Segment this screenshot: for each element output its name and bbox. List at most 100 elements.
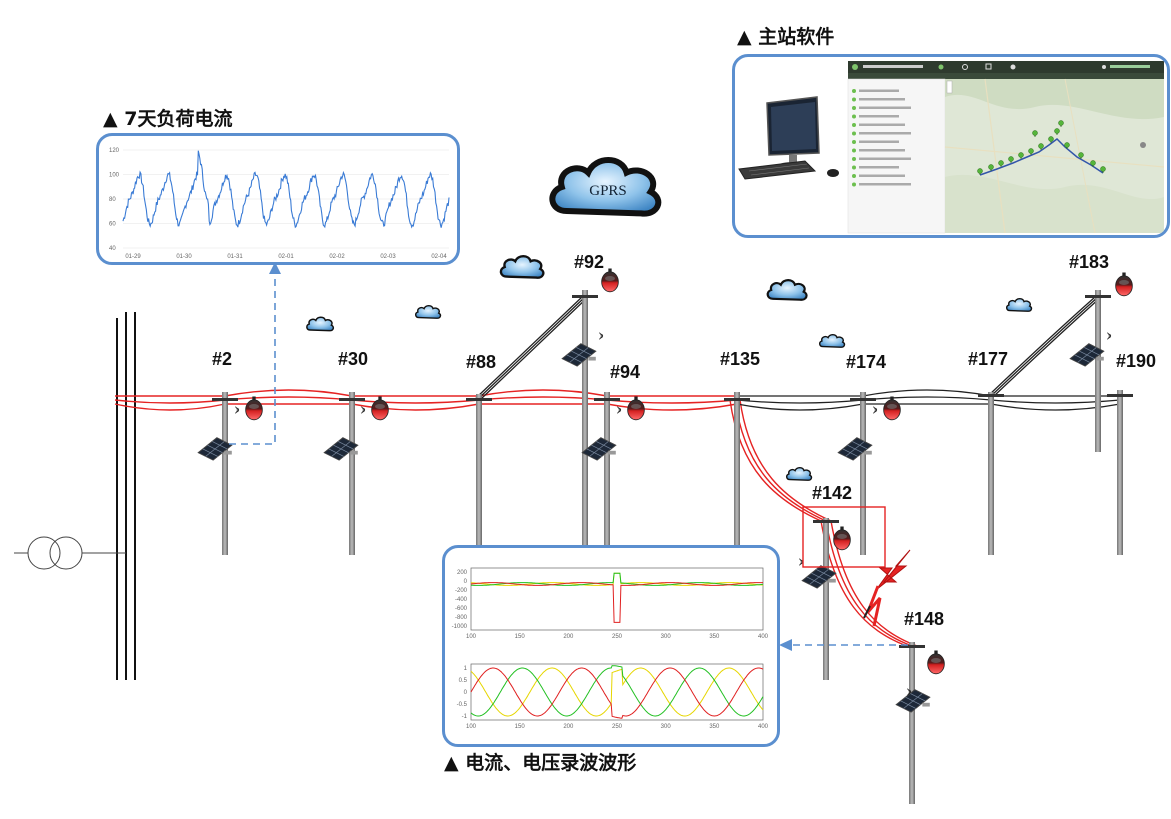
arrow-up-icon: [269, 262, 281, 274]
y-tick-label: -1: [462, 714, 468, 720]
y-tick-label: 0.5: [459, 678, 468, 684]
computer-icon: [738, 96, 839, 180]
map-pin-icon: [1078, 152, 1084, 159]
load-current-series: [122, 150, 450, 229]
wireless-signal-icon: [798, 558, 804, 566]
master-software-screenshot: [738, 61, 1165, 234]
list-item: [852, 114, 899, 119]
map-pin-icon: [988, 164, 994, 171]
map-pin-icon: [1038, 143, 1044, 150]
map-pin-icon: [1090, 160, 1096, 167]
list-item: [852, 182, 911, 187]
y-tick-label: -800: [455, 615, 468, 621]
x-tick-label: 350: [709, 724, 720, 730]
list-item: [852, 131, 911, 136]
solar-panel-icon: [895, 689, 931, 713]
y-tick-label: -400: [455, 597, 468, 603]
pole-label-177: #177: [968, 349, 1009, 369]
x-tick-label: 02-03: [380, 254, 396, 260]
y-tick-label: 80: [109, 197, 116, 203]
map-pin-icon: [1054, 128, 1060, 135]
gprs-cloud-icon: GPRS: [552, 160, 658, 214]
pole-174: [850, 392, 876, 555]
pole-label-2: #2: [212, 349, 233, 369]
master-software-title: ▲ 主站软件: [737, 26, 835, 48]
transformer-icon: [27, 536, 61, 570]
x-tick-label: 01-30: [176, 254, 192, 260]
feeder-black-lines: [475, 296, 1121, 411]
wireless-signal-icon: [616, 406, 622, 414]
y-tick-label: -200: [455, 588, 468, 594]
pole-label-30: #30: [338, 349, 369, 369]
y-tick-label: 100: [109, 173, 120, 179]
app-logo-icon: [852, 64, 858, 70]
map-pin-icon: [1032, 130, 1038, 137]
wireless-signal-icon: [360, 406, 366, 414]
y-tick-label: 200: [457, 570, 468, 576]
x-tick-label: 01-29: [125, 254, 141, 260]
chart-icon: [985, 63, 992, 70]
list-item: [852, 165, 899, 170]
map-pin-icon: [1064, 142, 1070, 149]
map-pin-icon: [998, 160, 1004, 167]
indicator-94: [581, 396, 645, 461]
x-tick-label: 400: [758, 634, 769, 640]
pole-190: [1107, 390, 1133, 555]
wireless-signal-icon: [872, 406, 878, 414]
pole-135: [724, 392, 750, 555]
list-item: [852, 174, 905, 178]
map-pin-icon: [1028, 148, 1034, 155]
waveform-title: ▲ 电流、电压录波波形: [444, 752, 637, 774]
search-icon: [962, 64, 968, 70]
x-tick-label: 250: [612, 724, 623, 730]
substation: [14, 312, 136, 680]
x-tick-label: 01-31: [227, 254, 243, 260]
indicator-148: [895, 650, 945, 713]
list-item: [852, 148, 905, 153]
x-tick-label: 150: [515, 634, 526, 640]
x-tick-label: 350: [709, 634, 720, 640]
pole-183: [1085, 290, 1111, 452]
pole-label-135: #135: [720, 349, 761, 369]
voltage-phase-b-series: [470, 665, 764, 717]
list-item: [852, 89, 899, 93]
pole-label-92: #92: [574, 252, 605, 272]
indicator-92: [561, 268, 619, 367]
solar-panel-icon: [561, 343, 597, 367]
indicator-2: [197, 396, 263, 461]
arrow-left-icon: [779, 639, 792, 651]
wireless-signal-icon: [234, 406, 240, 414]
x-tick-label: 200: [563, 634, 574, 640]
gprs-label: GPRS: [589, 183, 627, 199]
pole-label-190: #190: [1116, 351, 1157, 371]
fault-highlight-box: [802, 506, 886, 568]
pole-2: [212, 392, 238, 555]
indicator-30: [323, 396, 389, 461]
list-item: [852, 106, 911, 110]
pole-88: [466, 394, 492, 555]
solar-panel-icon: [837, 437, 873, 461]
pole-148: [899, 642, 925, 804]
wireless-signal-icon: [598, 332, 604, 340]
current-phase-b-series: [471, 572, 764, 586]
pole-label-88: #88: [466, 352, 497, 372]
x-tick-label: 400: [758, 724, 769, 730]
pole-label-183: #183: [1069, 252, 1110, 272]
map-pin-icon: [938, 64, 944, 70]
load-current-title: ▲ 7天负荷电流: [103, 108, 233, 130]
user-icon: [1102, 65, 1106, 69]
pole-94: [594, 392, 620, 545]
y-tick-label: 1: [464, 666, 468, 672]
solar-panel-icon: [801, 565, 837, 589]
map-pin-icon: [1058, 120, 1064, 127]
y-tick-label: 120: [109, 148, 120, 154]
poles: [212, 290, 1133, 804]
master-software-panel: [732, 54, 1170, 238]
wireless-signal-icon: [1106, 332, 1112, 340]
x-tick-label: 150: [515, 724, 526, 730]
